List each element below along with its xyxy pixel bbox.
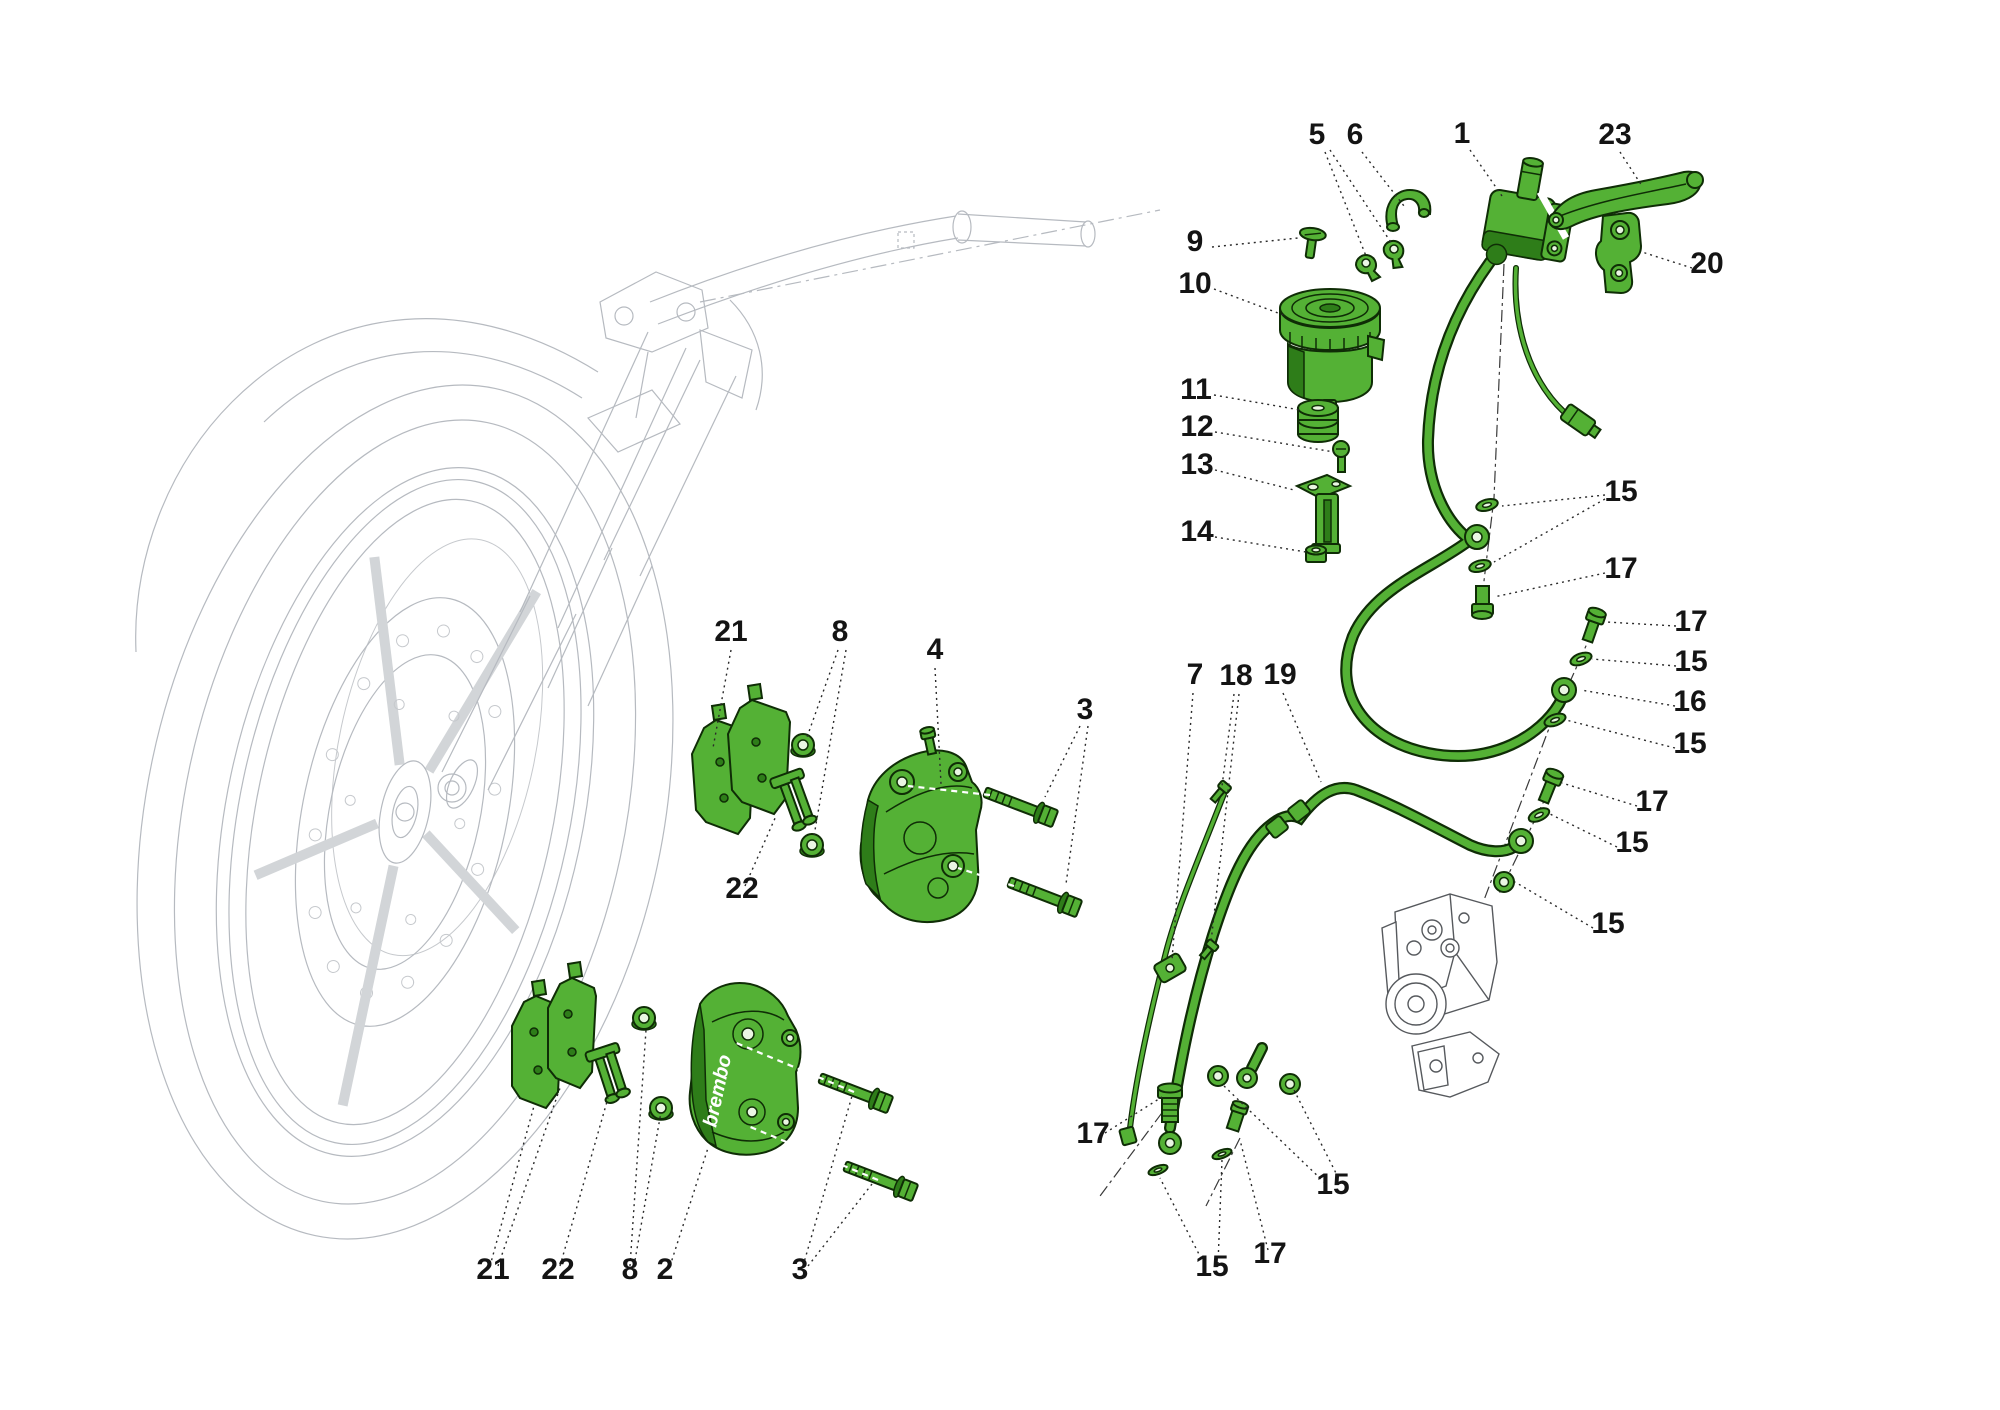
part-8-grommets-lower	[631, 1006, 674, 1121]
bolt-axis-dashes	[733, 784, 1015, 1182]
part-14-mounting-nut	[1305, 544, 1327, 563]
callout-22-b: 22	[541, 1253, 574, 1286]
part-5-hose-clip-a	[1354, 254, 1382, 283]
part-6-hose-guide	[1385, 188, 1432, 232]
part-3-caliper-bolts-lower	[817, 1072, 919, 1202]
assembly-axes	[1099, 263, 1603, 1207]
part-4-brake-caliper-right	[859, 726, 983, 924]
callout-labels: 5 6 1 23 9 10 20 11 12 13 14 15 17 17 15…	[476, 117, 1723, 1286]
callout-8-a: 8	[832, 615, 849, 648]
callout-11: 11	[1180, 373, 1212, 406]
callout-5: 5	[1309, 118, 1326, 151]
callout-18: 18	[1219, 659, 1252, 692]
callout-6: 6	[1347, 118, 1364, 151]
callout-15-b: 15	[1674, 645, 1707, 678]
callout-4: 4	[927, 633, 944, 666]
part-11-reservoir-grommets	[1297, 399, 1339, 443]
part-7-cable-guide	[1153, 952, 1187, 984]
sensor-cable-master-cylinder	[1512, 265, 1602, 440]
callout-7: 7	[1187, 658, 1204, 691]
part-21-brake-pads-lower	[511, 960, 598, 1110]
callout-23: 23	[1598, 118, 1631, 151]
part-20-lever-clamp	[1595, 211, 1643, 295]
callout-10: 10	[1178, 267, 1211, 300]
callout-21-a: 21	[714, 615, 747, 648]
callout-17-b: 17	[1674, 605, 1707, 638]
callout-15-f: 15	[1316, 1168, 1349, 1201]
callout-22-a: 22	[725, 872, 758, 905]
callout-15-c: 15	[1673, 727, 1706, 760]
callout-17-e: 17	[1253, 1237, 1286, 1270]
part-13-reservoir-bracket	[1294, 473, 1353, 554]
callout-20: 20	[1690, 247, 1723, 280]
callout-19: 19	[1263, 658, 1296, 691]
callout-8-b: 8	[622, 1253, 639, 1286]
part-21-brake-pads-upper	[690, 682, 792, 836]
part-19-lower-brake-hose	[1157, 781, 1534, 1155]
front-wheel	[136, 384, 674, 1240]
callout-17-c: 17	[1635, 785, 1668, 818]
callout-3-b: 3	[792, 1253, 809, 1286]
part-5-hose-clip-b	[1382, 239, 1405, 270]
part-22-pad-spring-lower	[584, 1042, 631, 1104]
part-18-sensor-screw-b	[1198, 938, 1220, 961]
callout-2: 2	[657, 1253, 674, 1286]
part-22-pad-spring-upper	[769, 767, 818, 832]
part-23-brake-lever	[1547, 170, 1704, 231]
callout-17-a: 17	[1604, 552, 1637, 585]
part-17-bleed-valve	[1225, 1100, 1250, 1133]
part-10-fluid-reservoir	[1279, 288, 1386, 413]
part-18-sensor-screw-a	[1209, 779, 1232, 805]
callout-16: 16	[1673, 685, 1706, 718]
abs-modulator	[1381, 893, 1500, 1098]
part-3-caliper-bolts-upper	[982, 786, 1083, 918]
part-15-sealing-washers	[1147, 497, 1593, 1177]
callout-15-e: 15	[1591, 907, 1624, 940]
callout-15-a: 15	[1604, 475, 1637, 508]
callout-15-g: 15	[1195, 1250, 1228, 1283]
speed-sensor-cable	[1118, 791, 1227, 1147]
callout-12: 12	[1180, 410, 1213, 443]
callout-21-b: 21	[476, 1253, 509, 1286]
leader-lines	[489, 149, 1693, 1267]
bleed-valve-icon	[919, 726, 938, 756]
callout-9: 9	[1187, 225, 1204, 258]
callout-14: 14	[1180, 515, 1214, 548]
front-fork	[437, 271, 763, 809]
handlebar	[649, 209, 1161, 325]
callout-1: 1	[1454, 117, 1471, 150]
front-fender	[135, 318, 599, 653]
callout-13: 13	[1180, 448, 1213, 481]
callout-3-a: 3	[1077, 693, 1094, 726]
part-17-banjo-bolts	[1225, 585, 1607, 1133]
callout-15-d: 15	[1615, 826, 1648, 859]
part-2-brake-caliper-left: brembo	[688, 982, 802, 1156]
part-16-upper-brake-hose	[1340, 256, 1577, 762]
part-8-grommets-upper	[790, 733, 825, 858]
part-12-bracket-screw	[1332, 440, 1350, 473]
sensor-connector	[1559, 403, 1602, 440]
callout-17-d: 17	[1076, 1117, 1109, 1150]
part-9-reservoir-screw	[1298, 226, 1327, 260]
